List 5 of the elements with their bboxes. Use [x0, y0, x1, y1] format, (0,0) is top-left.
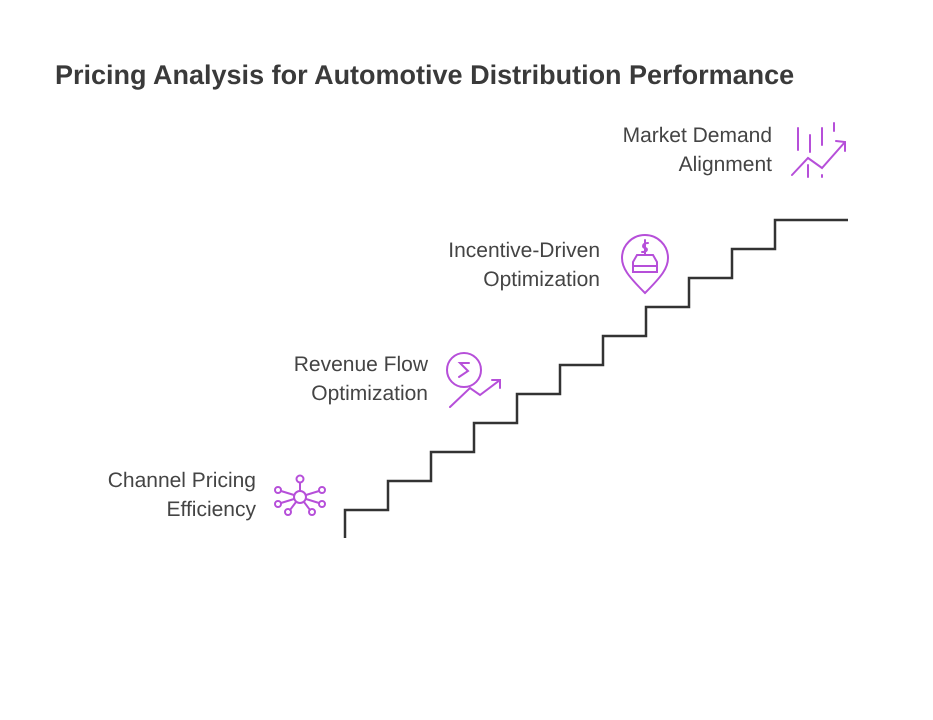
step-label: Market Demand Alignment: [622, 123, 772, 178]
step-label: Channel Pricing Efficiency: [106, 468, 256, 523]
step-label: Incentive-Driven Optimization: [447, 238, 600, 293]
step-label: Revenue Flow Optimization: [292, 352, 428, 407]
title: Pricing Analysis for Automotive Distribution Performance: [55, 60, 794, 91]
